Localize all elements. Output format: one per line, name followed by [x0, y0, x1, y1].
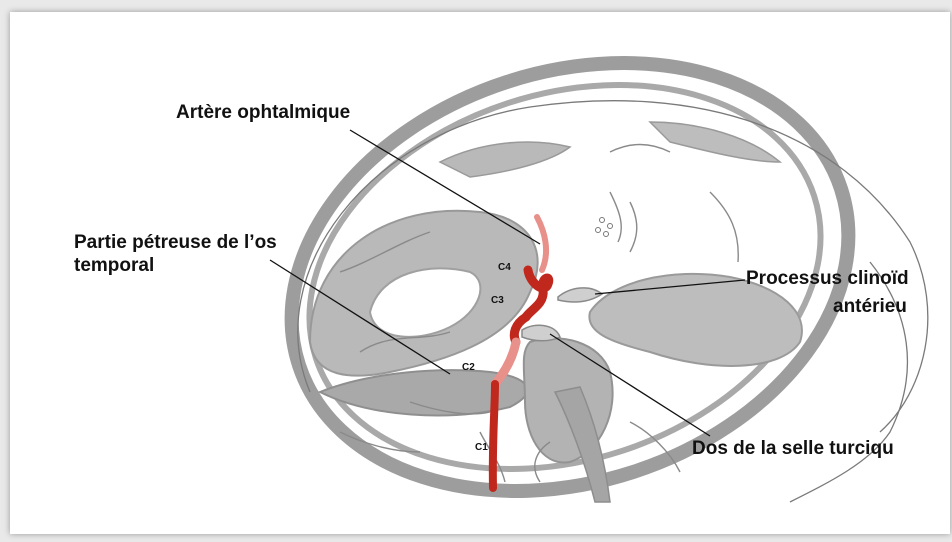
figure-frame: Artère ophtalmique Partie pétreuse de l’… [10, 12, 950, 534]
segment-label-c4: C4 [498, 262, 511, 274]
anterior-clinoid-shape [558, 288, 602, 302]
label-dorsum-sellae: Dos de la selle turciqu [692, 438, 894, 460]
foramina-dots [596, 218, 613, 237]
label-clinoid-line2: antérieu [833, 296, 907, 318]
segment-label-c1: C1 [475, 442, 488, 454]
frontal-fold [440, 142, 570, 177]
label-ophthalmic-artery: Artère ophtalmique [176, 102, 350, 124]
label-clinoid-line1: Processus clinoïd [746, 268, 909, 290]
label-petrous-line1: Partie pétreuse de l’os [74, 232, 277, 254]
segment-label-c3: C3 [491, 295, 504, 307]
dorsum-sellae-shape [522, 325, 560, 340]
segment-label-c2: C2 [462, 362, 475, 374]
label-petrous-line2: temporal [74, 255, 154, 277]
carotid-c1-segment [493, 384, 495, 488]
